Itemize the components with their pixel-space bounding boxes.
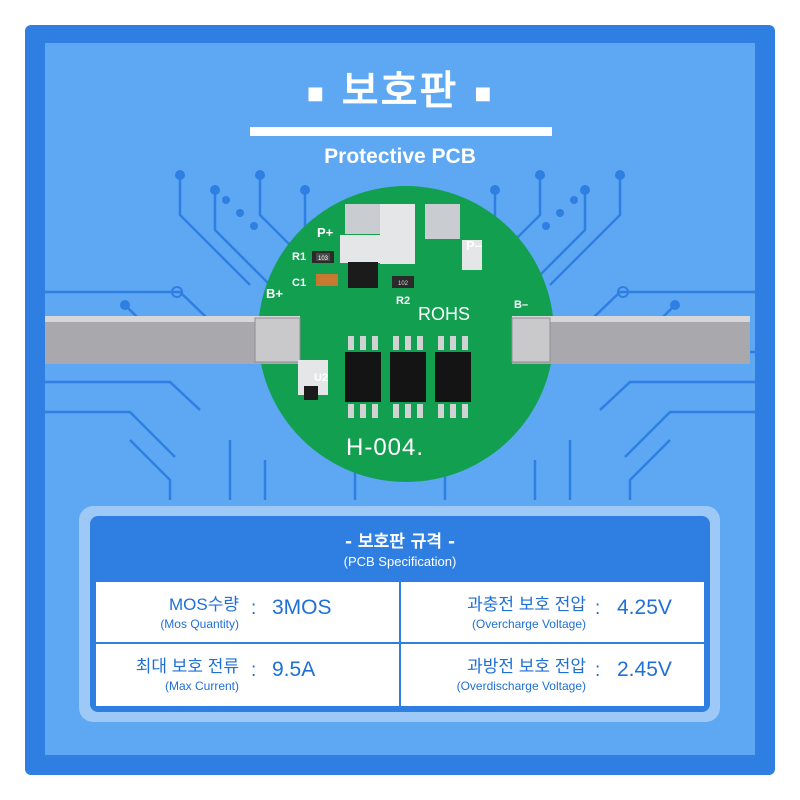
spec-value: 3MOS: [272, 596, 332, 619]
spec-cell-max-current: 최대 보호 전류 (Max Current) : 9.5A: [96, 644, 399, 706]
page-title: ■ 보호판 ■: [0, 58, 800, 116]
spec-label-sub: (Overdischarge Voltage): [456, 679, 586, 693]
silk-p-minus: P–: [466, 238, 482, 253]
spec-label-sub: (Max Current): [164, 679, 239, 693]
silk-r1: R1: [292, 251, 306, 263]
mosfet-1: [345, 352, 381, 402]
silk-r1-code: 103: [318, 256, 329, 262]
silk-r2: R2: [396, 295, 410, 307]
silk-u2: U2: [314, 372, 328, 384]
spec-subtitle: (PCB Specification): [343, 554, 457, 569]
pad-p-minus: [425, 204, 460, 239]
spec-label: 최대 보호 전류 (Max Current): [136, 652, 239, 693]
silk-b-minus: B–: [514, 299, 528, 311]
spec-header: - 보호판 규격 - (PCB Specification): [90, 516, 710, 576]
spec-panel: - 보호판 규격 - (PCB Specification) MOS수량 (Mo…: [90, 516, 710, 712]
mosfet-2: [390, 352, 426, 402]
spec-label-sub: (Mos Quantity): [160, 617, 239, 631]
nickel-strip-right: [512, 316, 750, 364]
spec-label-main: 최대 보호 전류: [135, 657, 239, 676]
spec-label-main: 과충전 보호 전압: [467, 595, 586, 614]
spec-title: - 보호판 규격 -: [344, 532, 456, 552]
silk-b-plus: B+: [266, 286, 283, 301]
page-subtitle: Protective PCB: [324, 145, 476, 168]
spec-label: MOS수량 (Mos Quantity): [160, 590, 239, 631]
spec-cell-overcharge-voltage: 과충전 보호 전압 (Overcharge Voltage) : 4.25V: [401, 582, 704, 642]
title-underline: [250, 127, 552, 136]
silk-rohs: ROHS: [418, 304, 470, 324]
spec-value: 2.45V: [617, 658, 672, 681]
spec-label-sub: (Overcharge Voltage): [471, 617, 586, 631]
spec-label: 과방전 보호 전압 (Overdischarge Voltage): [457, 652, 586, 693]
spec-cell-overdischarge-voltage: 과방전 보호 전압 (Overdischarge Voltage) : 2.45…: [401, 644, 704, 706]
page-title-text: 보호판: [341, 68, 459, 114]
spec-label-main: MOS수량: [168, 595, 239, 614]
spec-cell-mos-quantity: MOS수량 (Mos Quantity) : 3MOS: [96, 582, 399, 642]
spec-separator: :: [251, 598, 257, 619]
spec-separator: :: [595, 660, 601, 681]
pad-p-plus: [345, 204, 380, 234]
mosfet-3: [435, 352, 471, 402]
silk-model: H-004.: [346, 434, 424, 461]
spec-label: 과충전 보호 전압 (Overcharge Voltage): [467, 590, 586, 631]
spec-separator: :: [251, 660, 257, 681]
silk-c1: C1: [292, 277, 306, 289]
title-bullet-right-icon: ■: [474, 82, 494, 104]
spec-value: 4.25V: [617, 596, 672, 619]
title-bullet-left-icon: ■: [306, 82, 326, 104]
silk-r2-code: 102: [398, 281, 409, 287]
spec-label-main: 과방전 보호 전압: [467, 657, 586, 676]
spec-separator: :: [595, 598, 601, 619]
silk-p-plus: P+: [317, 225, 334, 240]
spec-value: 9.5A: [272, 658, 316, 681]
